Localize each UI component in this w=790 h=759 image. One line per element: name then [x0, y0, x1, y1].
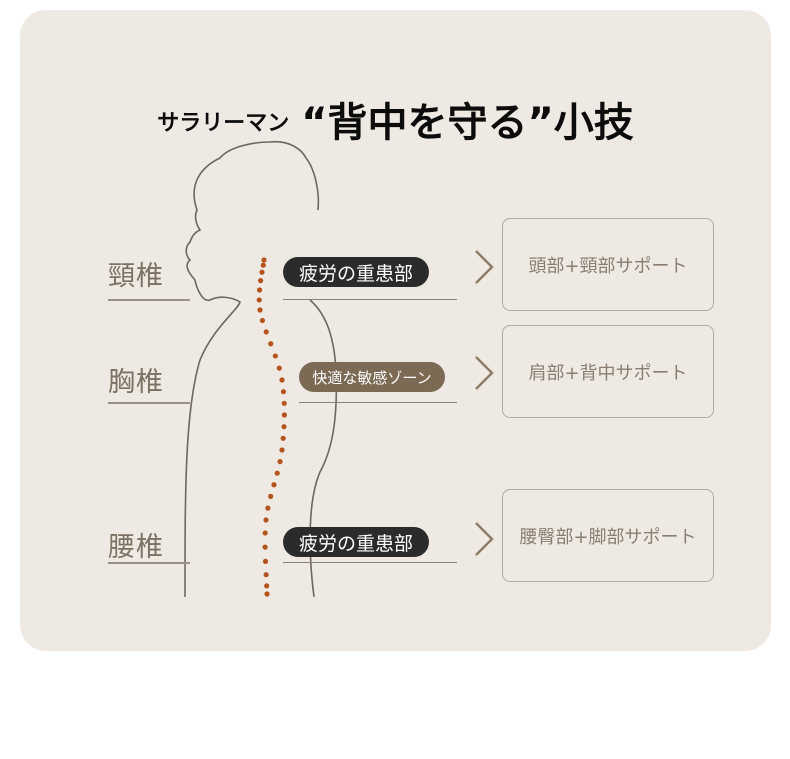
spine-dot — [281, 400, 287, 406]
spine-dot — [259, 317, 266, 324]
spine-dot — [256, 287, 263, 293]
tag-underline — [283, 299, 457, 300]
spine-dot — [276, 365, 282, 371]
spine-dot — [258, 278, 264, 284]
spine-dot — [274, 470, 280, 476]
region-underline — [108, 299, 190, 301]
spine-dot — [279, 447, 285, 453]
spine-dot — [263, 517, 269, 523]
chevron-right-icon — [475, 522, 494, 556]
support-box-head-neck: 頭部+頸部サポート — [502, 218, 714, 311]
spine-dot — [262, 530, 268, 536]
spine-dot — [271, 482, 277, 488]
spine-dot — [280, 389, 287, 395]
tag-underline — [299, 402, 457, 403]
spine-dot — [264, 583, 270, 589]
region-tag-lumbar: 疲労の重患部 — [283, 527, 429, 557]
chevron-right-icon — [475, 250, 494, 284]
region-underline — [108, 562, 190, 564]
tag-underline — [283, 562, 457, 563]
region-label-cervical: 頸椎 — [108, 261, 164, 292]
title-main: “背中を守る”小技 — [301, 100, 634, 146]
title-prefix: サラリーマン — [157, 111, 290, 136]
chevron-right-icon — [475, 356, 494, 390]
spine-dot — [268, 493, 274, 499]
spine-dot — [264, 591, 270, 597]
region-tag-thoracic: 快適な敏感ゾーン — [299, 362, 445, 392]
region-label-lumbar: 腰椎 — [108, 532, 164, 563]
spine-dot — [259, 269, 265, 275]
spine-dot — [268, 341, 274, 347]
region-label-thoracic: 胸椎 — [108, 367, 164, 398]
spine-dot — [256, 297, 262, 303]
support-box-waist-legs: 腰臀部+脚部サポート — [502, 489, 714, 582]
spine-dot — [257, 307, 263, 313]
region-underline — [108, 402, 190, 404]
region-tag-cervical: 疲労の重患部 — [283, 257, 429, 287]
spine-dot — [279, 377, 285, 383]
spine-dotted-line — [256, 257, 287, 597]
spine-dot — [260, 262, 266, 268]
spine-dot — [272, 353, 278, 359]
support-box-shoulder-back: 肩部+背中サポート — [502, 325, 714, 418]
spine-dot — [280, 435, 286, 441]
spine-dot — [262, 544, 268, 550]
spine-dot — [263, 329, 269, 335]
spine-dot — [265, 505, 271, 511]
spine-dot — [281, 412, 287, 418]
spine-dot — [263, 572, 269, 578]
spine-dot — [262, 558, 269, 564]
page-title: サラリーマン “背中を守る”小技 — [20, 90, 771, 148]
spine-dot — [261, 257, 267, 263]
spine-dot — [277, 459, 283, 465]
spine-dot — [281, 424, 287, 430]
infographic-card: サラリーマン “背中を守る”小技 頸椎 疲労の重患部 頭部+頸部サポート 胸椎 快… — [20, 10, 771, 651]
